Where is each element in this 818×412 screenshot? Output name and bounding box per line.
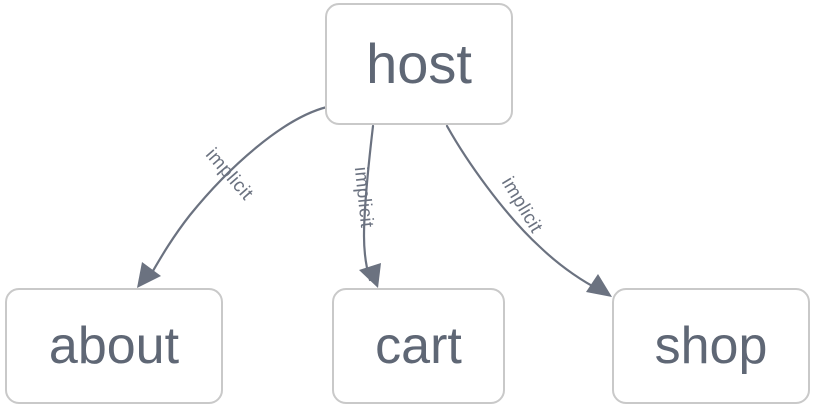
edge-host-cart[interactable]: implicit [350,124,381,288]
edge-host-about-arrowhead [137,262,161,288]
node-shop-label: shop [654,317,768,375]
node-about-label: about [48,317,180,375]
node-cart[interactable]: cart [332,288,505,404]
edge-host-about-label: implicit [201,144,257,204]
edge-host-about-path [145,105,329,283]
edge-host-shop-arrowhead [586,274,612,297]
edge-host-cart-path [362,124,375,282]
node-shop[interactable]: shop [612,288,810,404]
node-about[interactable]: about [5,288,223,404]
edge-host-about[interactable]: implicit [137,105,329,288]
edge-host-cart-label: implicit [350,166,377,229]
edge-host-shop-path [445,124,600,291]
node-host[interactable]: host [325,3,513,125]
edge-host-shop[interactable]: implicit [445,124,612,297]
edge-host-shop-label: implicit [497,174,547,238]
edge-host-cart-arrowhead [359,263,381,288]
node-host-label: host [366,32,472,95]
node-cart-label: cart [375,317,462,375]
